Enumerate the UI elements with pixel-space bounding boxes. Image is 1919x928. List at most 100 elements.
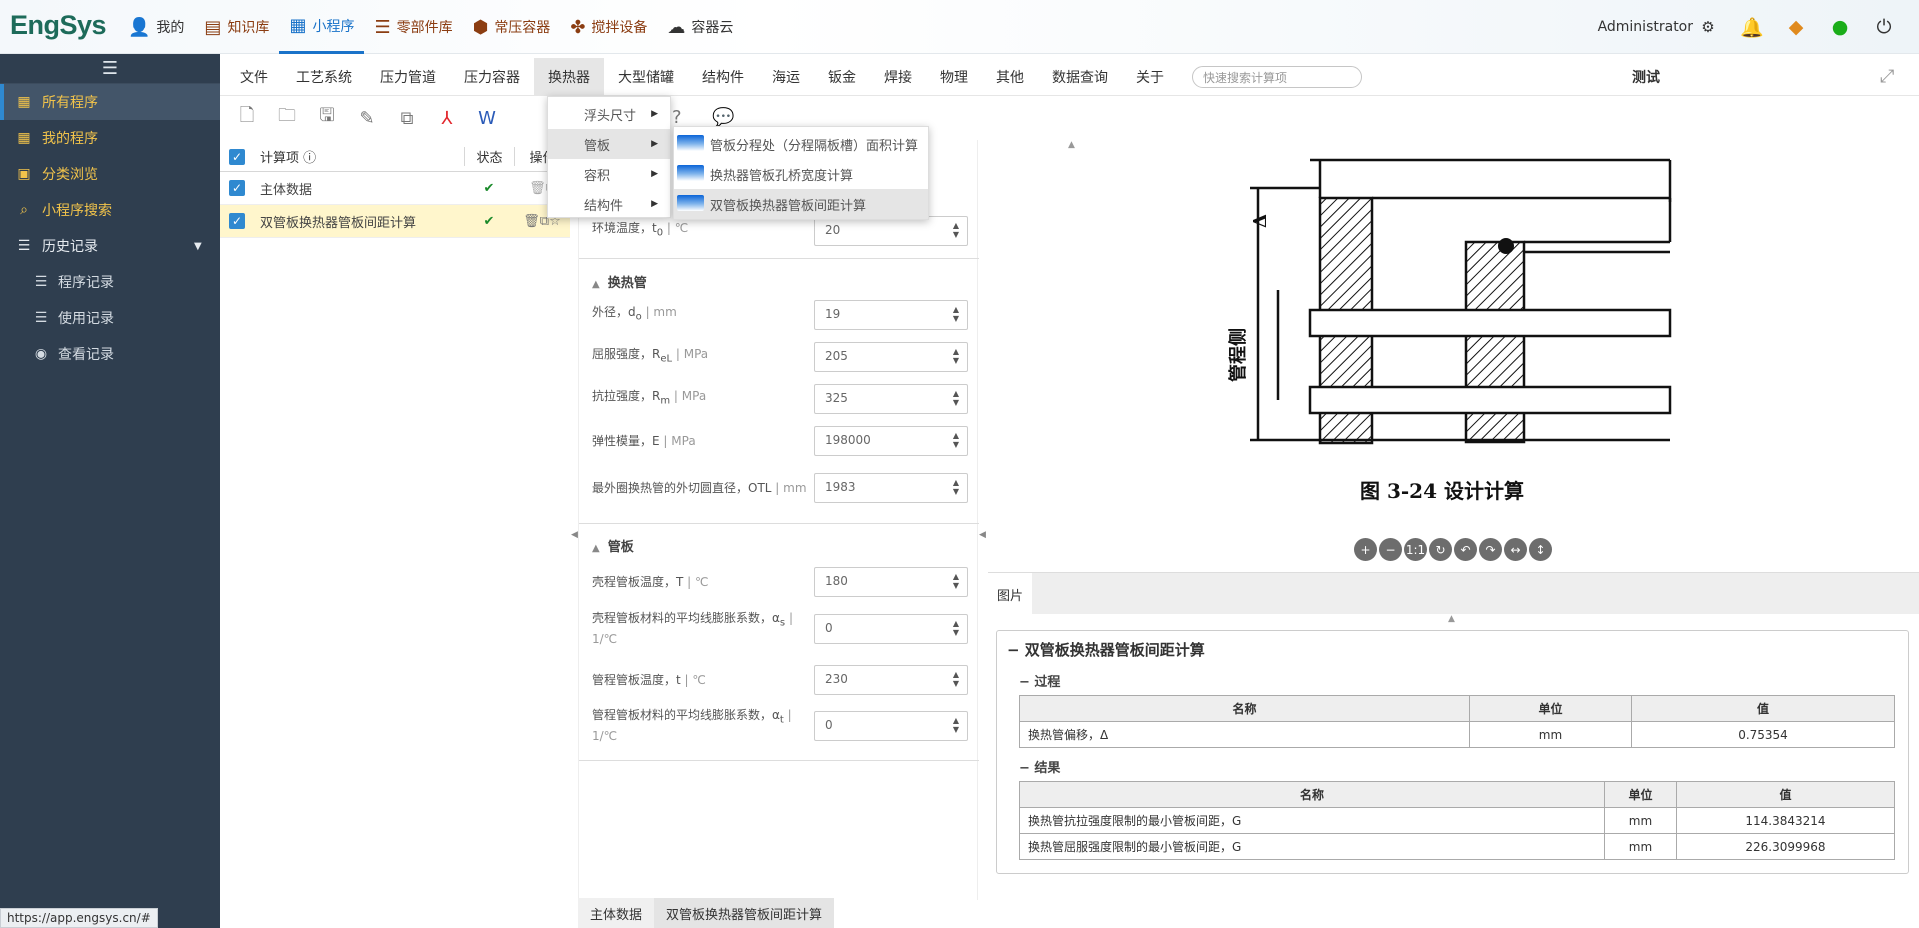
- env-temp-input[interactable]: 20▲▼: [814, 216, 968, 246]
- menu-file[interactable]: 文件: [240, 69, 268, 86]
- process-section[interactable]: − 过程: [1019, 675, 1061, 690]
- row-checkbox[interactable]: ✓: [220, 180, 254, 196]
- nav-atmos-vessel[interactable]: ⬢常压容器: [463, 0, 561, 54]
- section-plate[interactable]: ▲管板: [592, 540, 634, 555]
- result-title[interactable]: − 双管板换热器管板间距计算: [1007, 641, 1205, 659]
- menu-welding[interactable]: 焊接: [884, 69, 912, 86]
- help-icon[interactable]: ?: [672, 107, 682, 128]
- menu-tank[interactable]: 大型储罐: [618, 69, 674, 86]
- t-input[interactable]: 230▲▼: [814, 665, 968, 695]
- copy-icon[interactable]: ⧉: [400, 107, 414, 129]
- row-name[interactable]: 双管板换热器管板间距计算: [260, 215, 417, 231]
- as-input[interactable]: 0▲▼: [814, 614, 968, 644]
- delete-icon[interactable]: 🗑: [523, 213, 540, 229]
- T-input[interactable]: 180▲▼: [814, 567, 968, 597]
- spinner-icon[interactable]: ▲▼: [952, 347, 959, 365]
- menu-item-floating-head[interactable]: 浮头尺寸▶: [584, 108, 658, 124]
- sidebar-toggle[interactable]: ☰: [0, 54, 220, 84]
- sidebar-item-all-programs[interactable]: ▦所有程序: [0, 84, 220, 120]
- nav-mixer[interactable]: ✤搅拌设备: [560, 0, 657, 54]
- zoom-out-icon[interactable]: −: [1379, 538, 1402, 561]
- sidebar-sub-usage-log[interactable]: ☰使用记录: [0, 300, 220, 336]
- menu-data-query[interactable]: 数据查询: [1052, 69, 1108, 86]
- menu-about[interactable]: 关于: [1136, 69, 1164, 86]
- expand-icon[interactable]: ⤢: [1880, 66, 1895, 87]
- rel-input[interactable]: 205▲▼: [814, 342, 968, 372]
- delete-icon[interactable]: 🗑: [529, 180, 546, 196]
- menu-item-volume[interactable]: 容积▶: [584, 168, 658, 184]
- menu-process[interactable]: 工艺系统: [296, 69, 352, 86]
- menu-pipe[interactable]: 压力管道: [380, 69, 436, 86]
- spinner-icon[interactable]: ▲▼: [952, 572, 959, 590]
- menu-item-tubesheet[interactable]: 管板▶: [548, 129, 670, 159]
- diamond-icon[interactable]: ◆: [1788, 16, 1804, 38]
- bell-icon[interactable]: 🔔: [1740, 16, 1764, 39]
- results-section[interactable]: − 结果: [1019, 761, 1061, 776]
- submenu-item-pass-area[interactable]: 管板分程处（分程隔板槽）面积计算: [674, 129, 928, 159]
- flip-horizontal-icon[interactable]: ↔: [1504, 538, 1527, 561]
- spinner-icon[interactable]: ▲▼: [952, 389, 959, 407]
- collapse-right-icon[interactable]: ◀: [979, 530, 986, 540]
- menu-vessel[interactable]: 压力容器: [464, 69, 520, 86]
- tab-double-tubesheet[interactable]: 双管板换热器管板间距计算: [654, 898, 835, 928]
- tab-image[interactable]: 图片: [988, 573, 1032, 615]
- menu-shipping[interactable]: 海运: [772, 69, 800, 86]
- menu-item-structure[interactable]: 结构件▶: [584, 198, 658, 214]
- pdf-icon[interactable]: ⅄: [441, 107, 453, 129]
- new-file-icon[interactable]: 🗋: [239, 105, 255, 126]
- nav-parts[interactable]: ☰零部件库: [364, 0, 462, 54]
- select-all-checkbox[interactable]: ✓: [220, 148, 254, 165]
- quick-search-input[interactable]: 快速搜索计算项: [1192, 65, 1362, 88]
- spinner-icon[interactable]: ▲▼: [952, 305, 959, 323]
- e-input[interactable]: 198000▲▼: [814, 426, 968, 456]
- help-icon[interactable]: ⓘ: [303, 151, 317, 166]
- account-icon[interactable]: ⚙: [1701, 18, 1715, 36]
- app-logo[interactable]: EngSys: [10, 10, 107, 40]
- spinner-icon[interactable]: ▲▼: [952, 478, 959, 496]
- list-item[interactable]: ✓ 主体数据 ✔ 🗑⧉: [220, 172, 570, 205]
- sidebar-sub-program-log[interactable]: ☰程序记录: [0, 264, 220, 300]
- wechat-icon[interactable]: ●: [1831, 16, 1849, 38]
- nav-cloud[interactable]: ☁容器云: [657, 0, 743, 54]
- star-icon[interactable]: ☆: [549, 213, 561, 229]
- edit-icon[interactable]: ✎: [359, 107, 375, 129]
- menu-physics[interactable]: 物理: [940, 69, 968, 86]
- menu-structure[interactable]: 结构件: [702, 69, 744, 86]
- sidebar-item-my-programs[interactable]: ▦我的程序: [0, 120, 220, 156]
- sidebar-sub-view-log[interactable]: ◉查看记录: [0, 336, 220, 372]
- copy-icon[interactable]: ⧉: [539, 213, 550, 229]
- spinner-icon[interactable]: ▲▼: [952, 221, 959, 239]
- save-icon[interactable]: 🖫: [319, 105, 335, 126]
- power-icon[interactable]: ⏻: [1876, 16, 1892, 38]
- comment-icon[interactable]: 💬: [712, 107, 735, 128]
- open-folder-icon[interactable]: 🗀: [278, 105, 296, 126]
- spinner-icon[interactable]: ▲▼: [952, 431, 959, 449]
- row-name[interactable]: 主体数据: [260, 182, 313, 198]
- spinner-icon[interactable]: ▲▼: [952, 716, 959, 734]
- sidebar-item-history[interactable]: ☰历史记录▼: [0, 228, 220, 264]
- spinner-icon[interactable]: ▲▼: [952, 670, 959, 688]
- rm-input[interactable]: 325▲▼: [814, 384, 968, 414]
- flip-vertical-icon[interactable]: ↕: [1529, 538, 1552, 561]
- collapse-left-icon[interactable]: ◀: [571, 530, 578, 540]
- tab-main-data[interactable]: 主体数据: [578, 898, 655, 928]
- row-checkbox[interactable]: ✓: [220, 213, 254, 229]
- menu-other[interactable]: 其他: [996, 69, 1024, 86]
- zoom-in-icon[interactable]: +: [1354, 538, 1377, 561]
- menu-sheet-metal[interactable]: 钣金: [828, 69, 856, 86]
- word-icon[interactable]: W: [478, 107, 496, 129]
- spinner-icon[interactable]: ▲▼: [952, 619, 959, 637]
- menu-heat-exchanger[interactable]: 换热器: [534, 57, 604, 96]
- sidebar-item-category[interactable]: ▣分类浏览: [0, 156, 220, 192]
- list-item[interactable]: ✓ 双管板换热器管板间距计算 ✔ 🗑⧉☆: [220, 205, 570, 238]
- at-input[interactable]: 0▲▼: [814, 711, 968, 741]
- collapse-up-icon[interactable]: ▲: [1448, 614, 1455, 624]
- reset-icon[interactable]: ↻: [1429, 538, 1452, 561]
- nav-me[interactable]: 👤我的: [118, 0, 194, 54]
- submenu-item-ligament-width[interactable]: 换热器管板孔桥宽度计算: [674, 159, 928, 189]
- submenu-item-double-tubesheet[interactable]: 双管板换热器管板间距计算: [674, 189, 928, 219]
- otl-input[interactable]: 1983▲▼: [814, 473, 968, 503]
- rotate-left-icon[interactable]: ↶: [1454, 538, 1477, 561]
- section-tube[interactable]: ▲换热管: [592, 276, 647, 291]
- nav-miniprogram[interactable]: ▦小程序: [279, 0, 365, 54]
